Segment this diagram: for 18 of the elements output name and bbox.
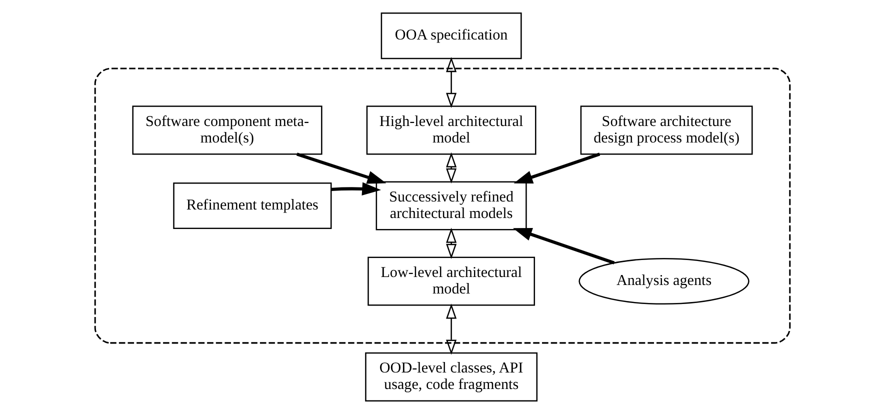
arrow xyxy=(331,182,382,196)
arrow xyxy=(446,304,457,355)
arrow xyxy=(514,152,600,184)
arrow xyxy=(446,152,457,184)
node-ellipse: Analysis agents xyxy=(578,258,750,305)
arrow xyxy=(512,228,615,264)
node-box: Refinement templates xyxy=(173,182,332,230)
arrow xyxy=(446,56,457,108)
arrow xyxy=(296,152,386,184)
cluster xyxy=(94,68,791,344)
node-box: High-level architectural model xyxy=(366,106,536,155)
arrow xyxy=(446,228,457,259)
node-box: Software component meta-model(s) xyxy=(132,106,322,155)
node-box: Software architecture design process model(s) xyxy=(580,106,753,155)
node-box: Successively refined architectural models xyxy=(376,181,527,230)
node-box: Low-level architectural model xyxy=(368,256,536,306)
node-box: OOA specification xyxy=(380,12,522,60)
node-box: OOD-level classes, API usage, code fragments xyxy=(365,352,538,402)
